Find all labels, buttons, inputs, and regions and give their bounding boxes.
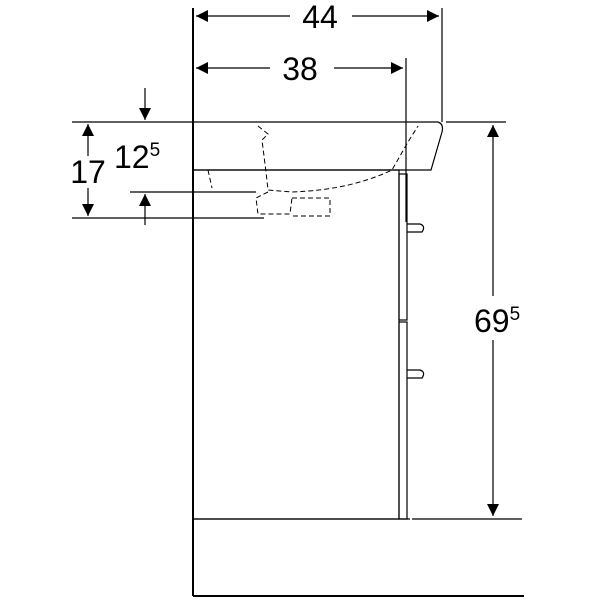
vanity-unit [192, 121, 444, 520]
basin-bowl-hidden [207, 125, 419, 217]
wall-and-floor [192, 8, 524, 597]
bowl-outline [257, 125, 419, 193]
handle-upper [407, 223, 425, 233]
dim-12-5-label: 125 [114, 139, 160, 175]
handle-lower [407, 369, 425, 379]
dim-38 [196, 58, 407, 222]
dim-44-label: 44 [302, 0, 338, 35]
dim-12-5 [130, 88, 256, 225]
dim-69-5-label: 695 [474, 303, 520, 339]
dim-38-label: 38 [282, 51, 318, 87]
dim-69-5-sup: 5 [510, 304, 521, 325]
dim-17-label: 17 [70, 154, 106, 190]
siphon-outline [255, 191, 331, 217]
dim-69-5 [412, 121, 522, 520]
dim-69-5-base: 69 [474, 303, 510, 339]
drawer-front-lower [398, 321, 408, 520]
drawer-front-upper [398, 173, 408, 321]
dim-12-5-base: 12 [114, 139, 150, 175]
dim-44 [196, 8, 443, 122]
cabinet-inner-top [207, 169, 213, 189]
dim-17 [72, 121, 264, 219]
dim-12-5-sup: 5 [150, 140, 161, 161]
cabinet-body [192, 169, 400, 520]
washbasin-top [193, 121, 444, 171]
